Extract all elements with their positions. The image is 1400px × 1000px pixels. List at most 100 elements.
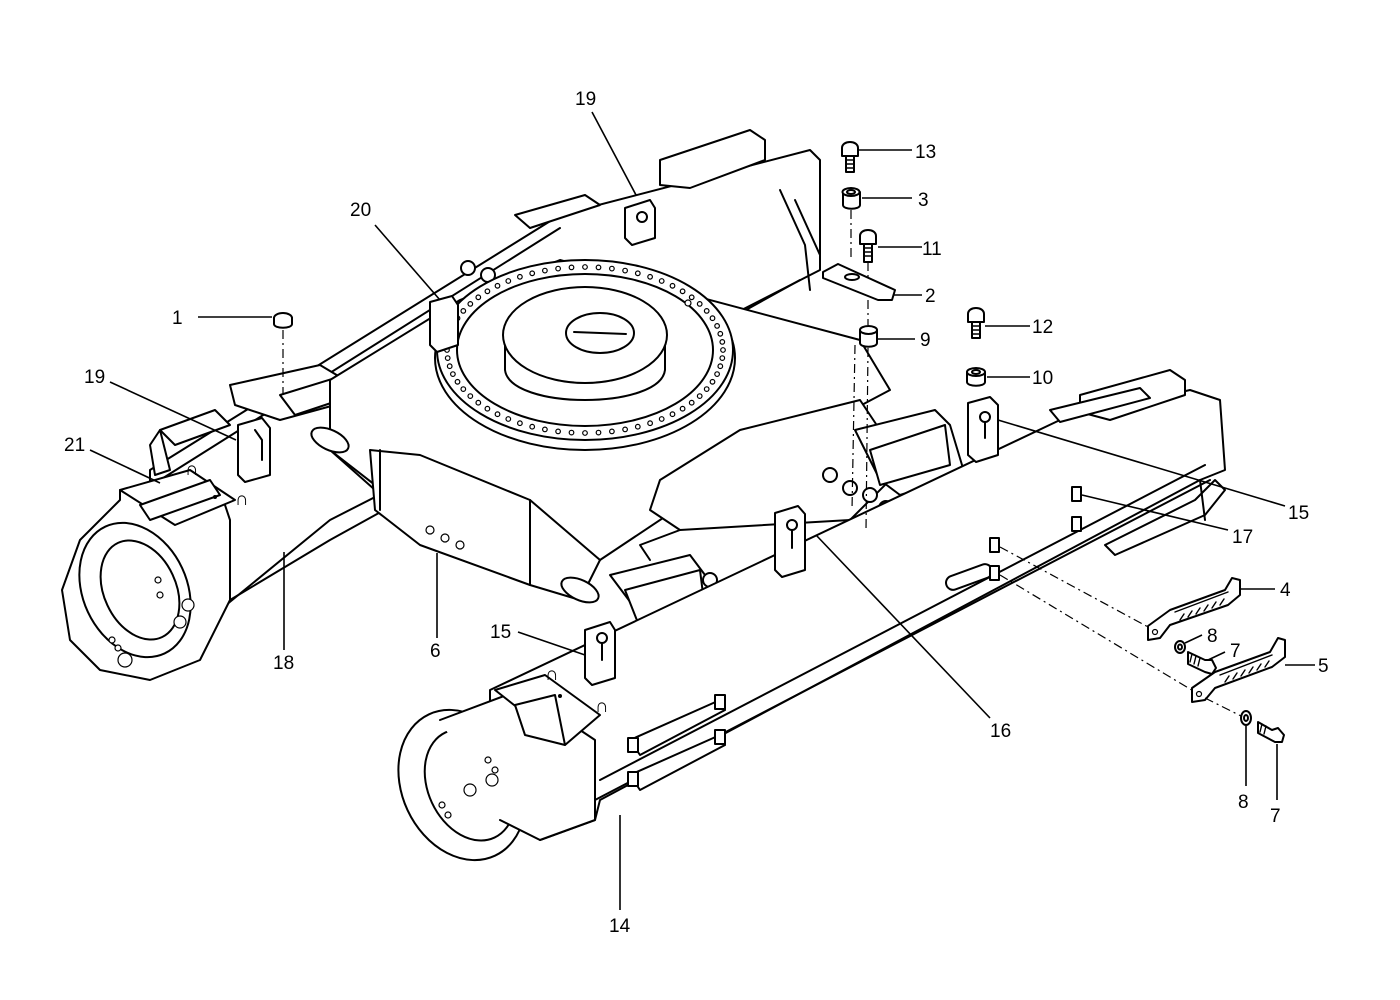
ring-bolt-hole	[475, 399, 482, 406]
callout-8-upper: 8	[1207, 626, 1218, 647]
callout-17: 17	[1232, 527, 1253, 548]
callout-1: 1	[172, 308, 183, 329]
ring-bolt-hole	[529, 270, 536, 277]
ring-bolt-hole	[494, 282, 501, 289]
part-2-plate	[822, 263, 896, 301]
ring-bolt-hole	[582, 430, 588, 436]
callout-4: 4	[1280, 580, 1291, 601]
ring-bolt-hole	[555, 265, 561, 272]
bracket-16	[774, 505, 806, 578]
part-12-bolt	[967, 307, 985, 339]
ring-bolt-hole	[622, 267, 628, 274]
part-13-bolt	[841, 141, 859, 173]
ring-bolt-hole	[542, 267, 548, 274]
ring-bolt-hole	[714, 371, 720, 378]
ring-bolt-hole	[517, 273, 523, 280]
ring-bolt-hole	[555, 428, 561, 435]
ring-bolt-hole	[582, 264, 588, 270]
callout-labels: 1 19 21 18 6 20 19 13 3 11 2 9 12 10 15 …	[64, 89, 1329, 937]
svg-text:∩: ∩	[235, 489, 249, 510]
callout-20: 20	[350, 200, 371, 221]
ring-bolt-hole	[446, 363, 453, 370]
ring-bolt-hole	[467, 393, 474, 400]
ring-bolt-hole	[719, 339, 726, 345]
ring-bolt-hole	[568, 429, 575, 436]
ring-bolt-hole	[634, 270, 641, 277]
ring-bolt-hole	[647, 420, 653, 427]
ring-bolt-hole	[542, 426, 548, 433]
ring-bolt-hole	[679, 288, 686, 295]
callout-2: 2	[925, 286, 936, 307]
ring-bolt-hole	[494, 411, 501, 418]
ring-bolt-hole	[696, 301, 703, 307]
callout-13: 13	[915, 142, 936, 163]
ring-bolt-hole	[703, 308, 710, 314]
bracket-15-front	[584, 621, 616, 686]
part-7-bolt-upper	[1187, 651, 1217, 675]
callout-12: 12	[1032, 317, 1053, 338]
ring-bolt-hole	[669, 282, 676, 289]
ring-bolt-hole	[460, 308, 467, 314]
ring-bolt-hole	[467, 301, 474, 307]
ring-bolt-hole	[595, 429, 602, 436]
ring-bolt-hole	[609, 265, 615, 272]
part-9-spacer	[851, 325, 878, 531]
svg-text:∩: ∩	[185, 459, 199, 480]
ring-bolt-hole	[595, 264, 602, 271]
callout-15-front: 15	[490, 622, 511, 643]
callout-6: 6	[430, 641, 441, 662]
ring-bolt-hole	[454, 378, 461, 385]
ring-bolt-hole	[460, 386, 467, 393]
slewing-ring	[434, 259, 736, 451]
part-1-cap	[273, 312, 293, 395]
ring-bolt-hole	[484, 288, 491, 295]
ring-bolt-hole	[622, 426, 628, 433]
callout-15-rear: 15	[1288, 503, 1309, 524]
ring-bolt-hole	[719, 355, 726, 362]
ring-bolt-hole	[634, 423, 641, 430]
leader-lines	[89, 111, 1315, 910]
ring-bolt-hole	[529, 423, 536, 430]
part-8-washer-upper	[1174, 640, 1186, 654]
ring-bolt-hole	[720, 347, 726, 353]
part-7-bolt-lower	[1257, 721, 1285, 743]
ring-bolt-hole	[647, 273, 653, 280]
ring-bolt-hole	[505, 278, 512, 284]
part-10-spacer	[966, 367, 986, 387]
right-track-frame: ∩ ∩	[397, 369, 1226, 862]
ring-bolt-hole	[703, 386, 710, 393]
ring-bolt-hole	[669, 411, 676, 418]
ring-bolt-hole	[568, 264, 575, 271]
callout-10: 10	[1032, 368, 1053, 389]
ring-bolt-hole	[688, 294, 695, 301]
ring-bolt-hole	[679, 405, 686, 412]
callout-3: 3	[918, 190, 929, 211]
ring-bolt-hole	[484, 405, 491, 412]
ring-bolt-hole	[717, 330, 724, 337]
ring-bolt-hole	[475, 294, 482, 301]
callout-19-top: 19	[575, 89, 596, 110]
part-5-clamp	[999, 574, 1286, 719]
ring-bolt-hole	[688, 399, 695, 406]
part-8-washer-lower	[1240, 710, 1252, 726]
svg-text:∩: ∩	[595, 696, 609, 717]
ring-bolt-hole	[658, 278, 665, 284]
ring-bolt-hole	[450, 371, 456, 378]
part-3-spacer	[841, 187, 861, 260]
callout-7-lower: 7	[1270, 806, 1281, 827]
part-4-clamp	[999, 546, 1241, 641]
callout-16: 16	[990, 721, 1011, 742]
ring-bolt-hole	[709, 315, 716, 322]
ring-bolt-hole	[709, 378, 716, 385]
svg-text:∩: ∩	[545, 664, 559, 685]
ring-bolt-holes	[444, 264, 726, 436]
callout-5: 5	[1318, 656, 1329, 677]
ring-bolt-hole	[714, 323, 720, 329]
callout-7-upper: 7	[1230, 641, 1241, 662]
ring-bolt-hole	[444, 355, 451, 362]
callout-14: 14	[609, 916, 631, 937]
callout-21: 21	[64, 435, 85, 456]
callout-8-lower: 8	[1238, 792, 1249, 813]
callout-9: 9	[920, 330, 931, 351]
